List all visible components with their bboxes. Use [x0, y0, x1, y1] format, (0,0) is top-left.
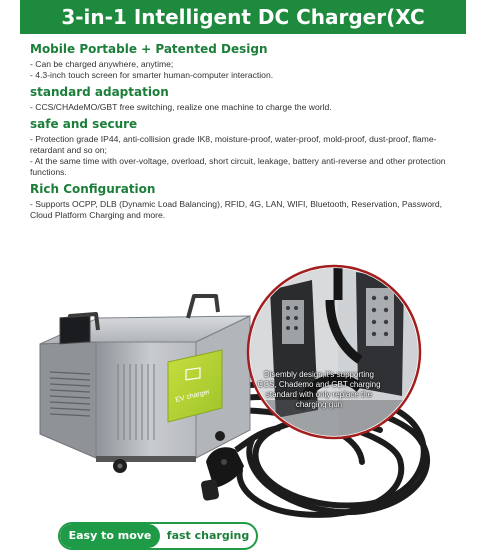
feature-section-portable: Mobile Portable + Patented Design - Can …	[30, 42, 460, 81]
wheel-icon	[215, 431, 225, 441]
charger-unit: EV charger	[39, 294, 251, 473]
section-heading: standard adaptation	[30, 85, 169, 99]
page-title: 3-in-1 Intelligent DC Charger(XC Series)	[20, 0, 466, 63]
badge-easy-to-move: Easy to move	[60, 524, 160, 548]
section-heading: safe and secure	[30, 117, 138, 131]
feature-badge: Easy to move fast charging	[58, 522, 258, 550]
badge-fast-charging: fast charging	[166, 529, 250, 542]
detail-magnifier	[246, 264, 422, 440]
feature-list: Mobile Portable + Patented Design - Can …	[30, 42, 460, 225]
section-line: - Supports OCPP, DLB (Dynamic Load Balan…	[30, 199, 443, 220]
feature-section-configuration: Rich Configuration - Supports OCPP, DLB …	[30, 182, 460, 221]
section-heading: Mobile Portable + Patented Design	[30, 42, 268, 56]
product-illustration: EV charger	[39, 264, 430, 518]
section-line: - 4.3-inch touch screen for smarter huma…	[30, 70, 274, 80]
feature-section-safety: safe and secure - Protection grade IP44,…	[30, 117, 460, 178]
section-line: - Protection grade IP44, anti-collision …	[30, 134, 437, 155]
ev-panel	[167, 349, 223, 423]
magnifier-caption: Disembly design,it's supporting CCS, Cha…	[257, 370, 381, 409]
section-heading: Rich Configuration	[30, 182, 156, 196]
section-line: - Can be charged anywhere, anytime;	[30, 59, 174, 69]
feature-section-adaptation: standard adaptation - CCS/CHAdeMO/GBT fr…	[30, 85, 460, 113]
section-line: - At the same time with over-voltage, ov…	[30, 156, 446, 177]
charging-gun-icon	[201, 425, 281, 501]
section-line: - CCS/CHAdeMO/GBT free switching, realiz…	[30, 102, 332, 112]
